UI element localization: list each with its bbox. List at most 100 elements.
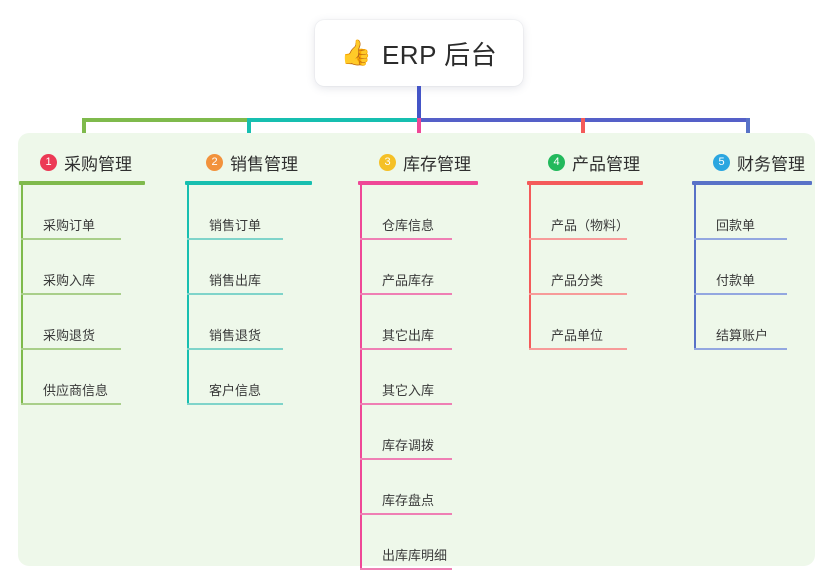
branch-number-badge: 5 [713, 153, 730, 171]
branch-underline [692, 181, 812, 185]
branch-leaf-item[interactable]: 出库库明细 [360, 515, 452, 570]
branch-leaf-item[interactable]: 采购订单 [21, 185, 121, 240]
leaf-underline [21, 293, 121, 295]
leaf-label: 产品库存 [382, 273, 435, 288]
branch-title: 采购管理 [64, 154, 132, 174]
branch-spine [21, 185, 23, 405]
root-node-card[interactable]: 👍 ERP 后台 [315, 20, 523, 86]
leaf-underline [694, 238, 787, 240]
branch-underline [19, 181, 145, 185]
branch-leaf-item[interactable]: 销售订单 [187, 185, 283, 240]
leaf-label: 回款单 [716, 218, 756, 233]
branch-leaf-item[interactable]: 付款单 [694, 240, 787, 295]
branch-spine [694, 185, 696, 350]
branch-number-badge: 4 [548, 153, 565, 171]
branch-leaf-item[interactable]: 仓库信息 [360, 185, 452, 240]
branch-leaf-item[interactable]: 销售退货 [187, 295, 283, 350]
branch-title: 产品管理 [572, 154, 640, 174]
bus-segment-1 [82, 118, 249, 122]
branch-number-badge: 2 [206, 153, 223, 171]
branch-title: 销售管理 [230, 154, 298, 174]
branch-leaf-item[interactable]: 客户信息 [187, 350, 283, 405]
leaf-label: 供应商信息 [43, 383, 109, 398]
leaf-label: 产品（物料） [551, 218, 630, 233]
branch-spine [360, 185, 362, 570]
branch-number-badge: 1 [40, 153, 57, 171]
leaf-underline [21, 403, 121, 405]
branch-header-5[interactable]: 5 财务管理 [692, 149, 812, 175]
branch-title: 库存管理 [403, 154, 471, 174]
branch-leaf-item[interactable]: 产品（物料） [529, 185, 630, 240]
leaf-underline [694, 293, 787, 295]
leaf-underline [360, 293, 452, 295]
branch-leaf-item[interactable]: 其它出库 [360, 295, 452, 350]
root-stem-connector [417, 86, 421, 122]
branch-leaf-item[interactable]: 产品单位 [529, 295, 627, 350]
leaf-label: 采购订单 [43, 218, 96, 233]
branch-column-1: 1 采购管理采购订单采购入库采购退货供应商信息 [19, 149, 145, 405]
leaf-label: 采购入库 [43, 273, 96, 288]
leaf-label: 其它出库 [382, 328, 435, 343]
leaf-underline [187, 293, 283, 295]
leaf-underline [529, 348, 627, 350]
branch-spine [187, 185, 189, 405]
branch-header-4[interactable]: 4 产品管理 [527, 149, 643, 175]
branch-number-badge: 3 [379, 153, 396, 171]
leaf-label: 付款单 [716, 273, 756, 288]
branch-leaf-item[interactable]: 结算账户 [694, 295, 787, 350]
leaf-label: 仓库信息 [382, 218, 435, 233]
leaf-label: 销售出库 [209, 273, 262, 288]
branch-drop-4 [581, 118, 585, 144]
branch-leaf-item[interactable]: 产品库存 [360, 240, 452, 295]
branch-column-4: 4 产品管理产品（物料） 产品分类产品单位 [527, 149, 643, 350]
branch-leaf-item[interactable]: 销售出库 [187, 240, 283, 295]
branch-drop-2 [247, 118, 251, 144]
leaf-label: 产品分类 [551, 273, 604, 288]
branch-leaf-item[interactable]: 库存盘点 [360, 460, 452, 515]
leaf-underline [21, 238, 121, 240]
leaf-underline [187, 238, 283, 240]
leaf-underline [694, 348, 787, 350]
leaf-label: 库存盘点 [382, 493, 435, 508]
leaf-underline [360, 568, 452, 570]
branch-header-3[interactable]: 3 库存管理 [358, 149, 478, 175]
leaf-label: 出库库明细 [382, 548, 448, 563]
branch-leaf-item[interactable]: 采购退货 [21, 295, 121, 350]
branch-title: 财务管理 [737, 154, 805, 174]
branch-leaf-item[interactable]: 采购入库 [21, 240, 121, 295]
branch-underline [358, 181, 478, 185]
leaf-underline [187, 403, 283, 405]
branch-drop-1 [82, 118, 86, 144]
branch-leaf-item[interactable]: 库存调拨 [360, 405, 452, 460]
leaf-label: 销售订单 [209, 218, 262, 233]
leaf-label: 库存调拨 [382, 438, 435, 453]
branch-column-5: 5 财务管理回款单付款单结算账户 [692, 149, 812, 350]
root-node-content: 👍 ERP 后台 [341, 35, 497, 72]
branch-leaf-item[interactable]: 回款单 [694, 185, 787, 240]
branch-leaf-item[interactable]: 供应商信息 [21, 350, 121, 405]
leaf-underline [360, 513, 452, 515]
leaf-underline [360, 458, 452, 460]
leaf-underline [360, 348, 452, 350]
root-node-title: ERP 后台 [381, 39, 498, 70]
leaf-label: 销售退货 [209, 328, 262, 343]
leaf-label: 其它入库 [382, 383, 435, 398]
branch-underline [185, 181, 312, 185]
branch-drop-3 [417, 118, 421, 144]
bus-segment-2 [247, 118, 419, 122]
branches-panel: 1 采购管理采购订单采购入库采购退货供应商信息 2 销售管理销售订单销售出库销售退货客… [18, 133, 815, 570]
branch-column-3: 3 库存管理仓库信息产品库存其它出库其它入库库存调拨库存盘点出库库明细 [358, 149, 478, 570]
branch-column-2: 2 销售管理销售订单销售出库销售退货客户信息 [185, 149, 312, 405]
branch-leaf-item[interactable]: 其它入库 [360, 350, 452, 405]
branch-spine [529, 185, 531, 350]
branch-leaf-item[interactable]: 产品分类 [529, 240, 627, 295]
thumbs-up-icon: 👍 [340, 38, 372, 67]
branch-header-2[interactable]: 2 销售管理 [185, 149, 312, 175]
leaf-label: 客户信息 [209, 383, 262, 398]
leaf-underline [21, 348, 121, 350]
branch-header-1[interactable]: 1 采购管理 [19, 149, 145, 175]
leaf-underline [360, 238, 452, 240]
leaf-label: 结算账户 [716, 328, 769, 343]
branch-drop-5 [746, 118, 750, 144]
